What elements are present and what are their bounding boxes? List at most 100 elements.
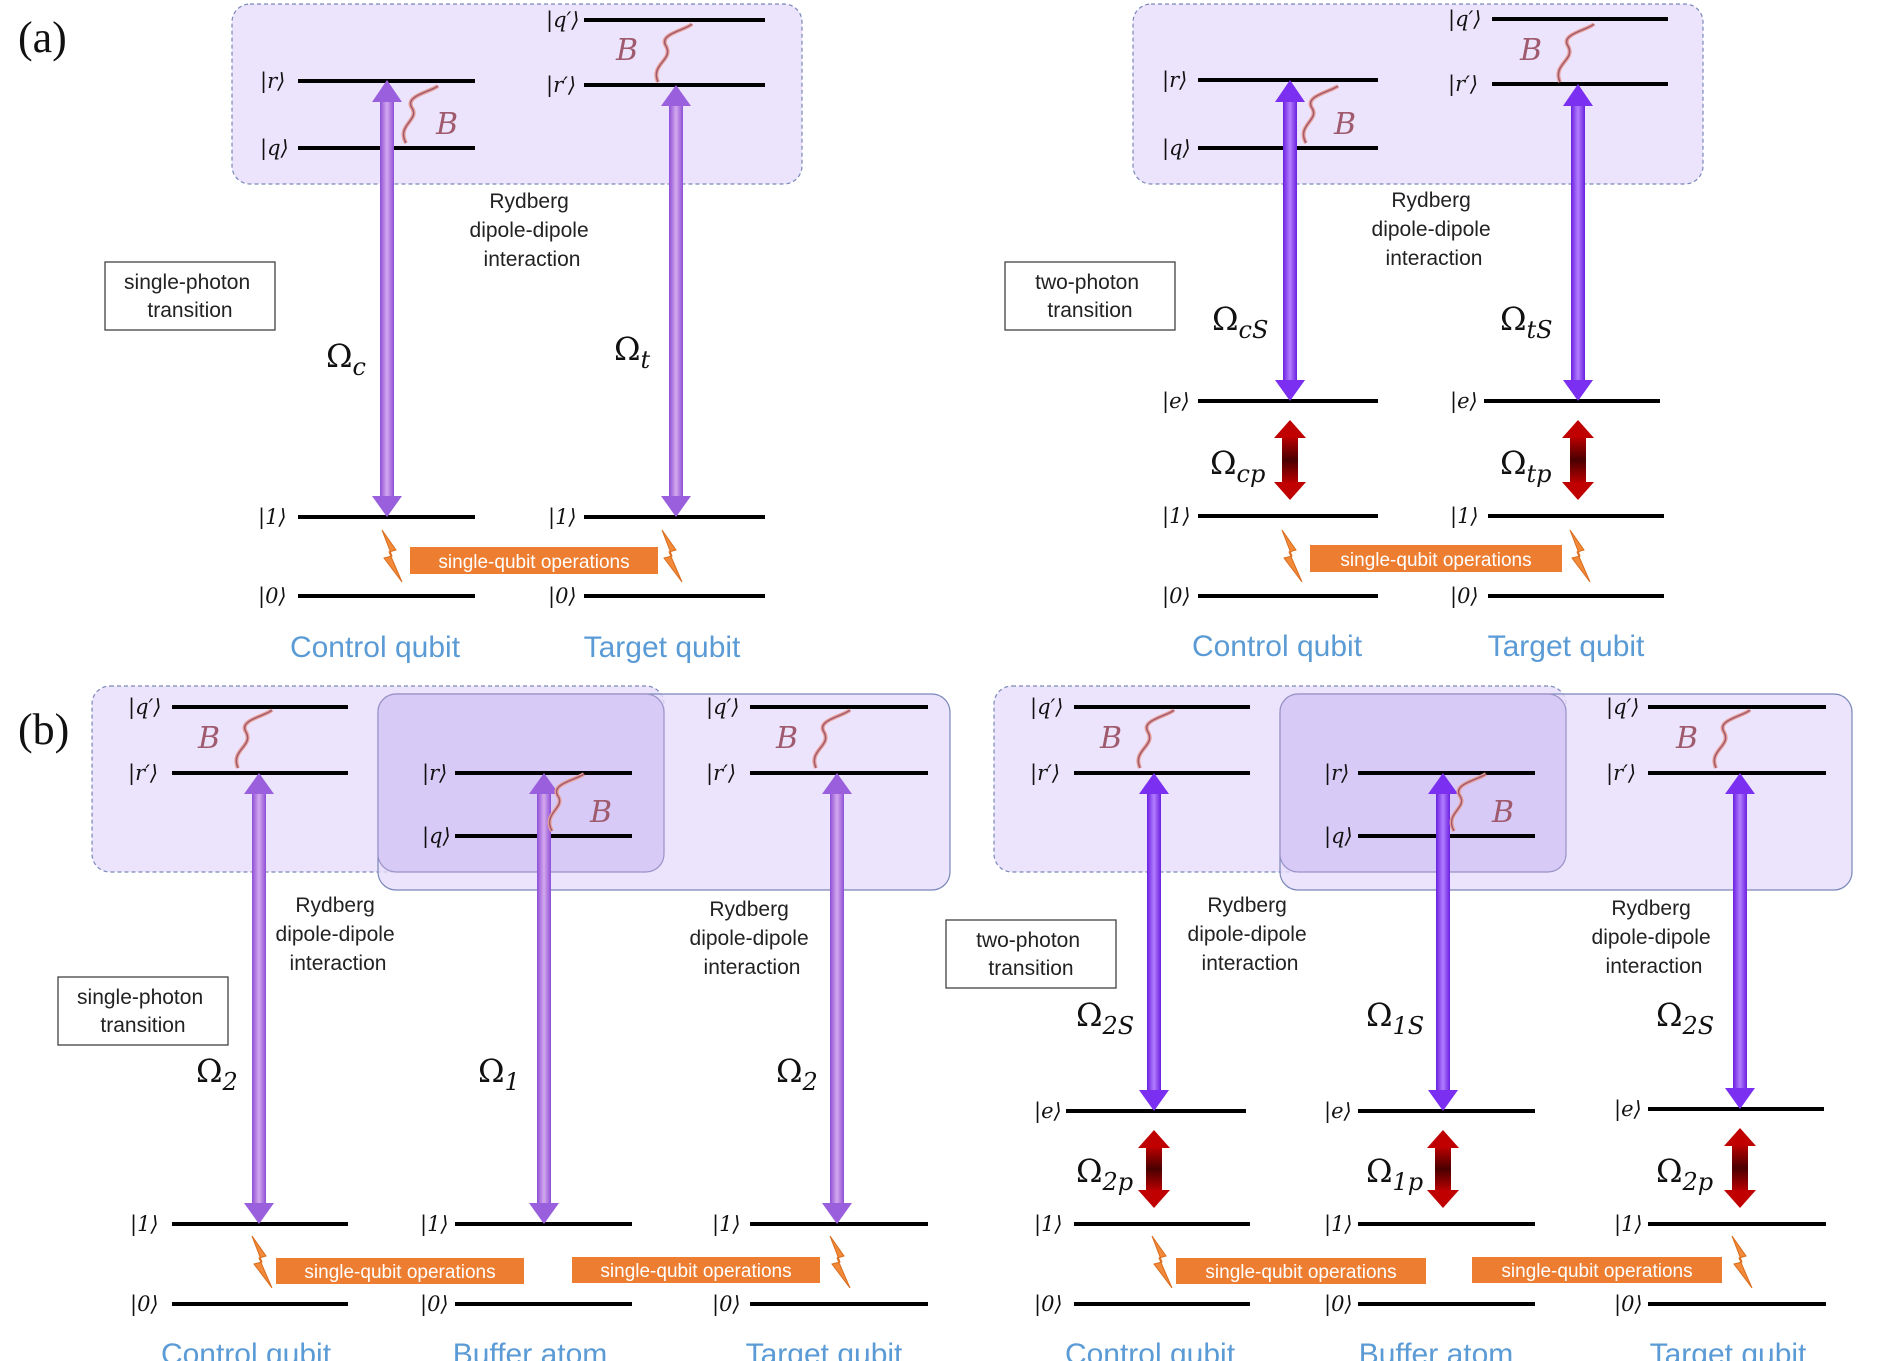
single-photon-arrow-buffer (529, 773, 559, 1224)
rabi-frequency-target-coupling: ΩtS (1500, 300, 1553, 344)
probe-arrow-control (1274, 420, 1306, 500)
rydberg-interaction-label: Rydberg dipole-dipole interaction (1188, 894, 1313, 975)
single-qubit-operations-bar (1472, 1257, 1722, 1283)
two-photon-transition-label: two-photon transition (1035, 271, 1145, 322)
b-field-label: B (1491, 795, 1514, 830)
single-qubit-operations-label: single-qubit operations (304, 1262, 495, 1283)
single-photon-arrow-target (822, 773, 852, 1224)
ket-q-prime: |q′⟩ (546, 8, 579, 33)
ket-0: |0⟩ (1324, 1292, 1353, 1317)
rabi-frequency-target: Ωt (614, 330, 651, 374)
rabi-frequency-target-probe: Ωtp (1500, 444, 1552, 488)
coupling-arrow-target (1563, 84, 1593, 401)
ket-1: |1⟩ (548, 505, 577, 530)
rabi-frequency-control-coupling: Ω2S (1076, 996, 1134, 1040)
ket-e: |e⟩ (1034, 1099, 1062, 1124)
ket-r-prime: |r′⟩ (128, 761, 158, 786)
b-field-label: B (775, 721, 798, 756)
single-photon-arrow-control (244, 773, 274, 1224)
ket-r: |r⟩ (260, 69, 285, 94)
b-field-label: B (1675, 721, 1698, 756)
transition-type-box (104, 261, 276, 331)
overlap-region (1279, 693, 1567, 873)
rabi-frequency-target: Ω2 (776, 1052, 818, 1096)
ket-1: |1⟩ (130, 1212, 159, 1237)
panel-label-a: (a) (18, 13, 67, 62)
ket-1: |1⟩ (1450, 504, 1479, 529)
overlap-region (377, 693, 665, 873)
ket-0: |0⟩ (1162, 584, 1191, 609)
single-qubit-operations-bar (572, 1257, 820, 1283)
rydberg-interaction-label: Rydberg dipole-dipole interaction (470, 190, 595, 271)
ket-q-prime: |q′⟩ (128, 695, 161, 720)
ket-0: |0⟩ (258, 584, 287, 609)
lightning-icon (1281, 529, 1303, 583)
panel-label-b: (b) (18, 705, 69, 754)
buffer-atom-label: Buffer atom (453, 1338, 608, 1361)
b-field-label: B (1099, 721, 1122, 756)
ket-0: |0⟩ (1450, 584, 1479, 609)
target-qubit-label: Target qubit (584, 631, 741, 664)
control-qubit-label: Control qubit (1065, 1338, 1236, 1361)
ket-r-prime: |r′⟩ (1448, 72, 1478, 97)
ket-0: |0⟩ (1614, 1292, 1643, 1317)
ket-r-prime: |r′⟩ (1030, 761, 1060, 786)
panel-b-single-photon: |q′⟩ |r′⟩ |1⟩ |0⟩ |r⟩ |q⟩ |1⟩ |0⟩ |q′⟩ |… (57, 685, 951, 1361)
ket-0: |0⟩ (1034, 1292, 1063, 1317)
ket-e: |e⟩ (1162, 389, 1190, 414)
b-field-label: B (1519, 33, 1542, 68)
single-photon-arrow-target (661, 85, 691, 517)
single-qubit-operations-bar (1176, 1258, 1426, 1284)
rabi-frequency-control: Ωc (326, 337, 366, 381)
transition-type-box (1004, 261, 1176, 331)
lightning-icon (829, 1235, 851, 1289)
ket-q-prime: |q′⟩ (1448, 7, 1481, 32)
ket-r: |r⟩ (1162, 68, 1187, 93)
target-qubit-label: Target qubit (746, 1338, 903, 1361)
rabi-frequency-control-probe: Ω2p (1076, 1152, 1133, 1196)
single-qubit-operations-bar (276, 1258, 524, 1284)
rydberg-interaction-label: Rydberg dipole-dipole interaction (276, 894, 401, 975)
single-qubit-operations-label: single-qubit operations (1501, 1261, 1692, 1282)
ket-e: |e⟩ (1450, 389, 1478, 414)
lightning-icon (661, 529, 683, 583)
single-qubit-operations-label: single-qubit operations (1340, 550, 1531, 571)
single-qubit-operations-label: single-qubit operations (600, 1261, 791, 1282)
ket-q-prime: |q′⟩ (1030, 695, 1063, 720)
target-qubit-label: Target qubit (1650, 1338, 1807, 1361)
ket-1: |1⟩ (1614, 1212, 1643, 1237)
coupling-arrow-target (1725, 773, 1755, 1109)
lightning-icon (1731, 1235, 1753, 1289)
ket-q-prime: |q′⟩ (1606, 695, 1639, 720)
rydberg-interaction-label: Rydberg dipole-dipole interaction (1592, 897, 1717, 978)
two-photon-transition-label: two-photon transition (976, 929, 1086, 980)
rabi-frequency-control: Ω2 (196, 1052, 238, 1096)
single-photon-transition-label: single-photon transition (124, 271, 256, 322)
ket-q: |q⟩ (1162, 136, 1191, 161)
single-photon-arrow-control (372, 80, 402, 517)
control-qubit-label: Control qubit (290, 631, 461, 664)
b-field-label: B (435, 107, 458, 142)
probe-arrow-control (1138, 1130, 1170, 1208)
ket-r: |r⟩ (422, 761, 447, 786)
ket-0: |0⟩ (130, 1292, 159, 1317)
rabi-frequency-target-coupling: Ω2S (1656, 996, 1714, 1040)
single-qubit-operations-bar (410, 547, 658, 574)
panel-a-two-photon: |r⟩ |q⟩ |e⟩ |1⟩ |0⟩ |q′⟩ |r′⟩ |e⟩ |1⟩ |0… (1004, 3, 1704, 663)
lightning-icon (381, 529, 403, 583)
ket-q: |q⟩ (1324, 824, 1353, 849)
lightning-icon (251, 1235, 273, 1289)
ket-0: |0⟩ (420, 1292, 449, 1317)
rydberg-interaction-box (1132, 3, 1704, 185)
coupling-arrow-control (1139, 773, 1169, 1111)
ket-e: |e⟩ (1324, 1099, 1352, 1124)
rydberg-interaction-label: Rydberg dipole-dipole interaction (690, 898, 815, 979)
control-qubit-label: Control qubit (161, 1338, 332, 1361)
panel-b-two-photon: |q′⟩ |r′⟩ |e⟩ |1⟩ |0⟩ |r⟩ |q⟩ |e⟩ |1⟩ |0… (945, 685, 1853, 1361)
probe-arrow-target (1724, 1128, 1756, 1208)
ket-0: |0⟩ (548, 584, 577, 609)
coupling-arrow-control (1275, 80, 1305, 401)
ket-q: |q⟩ (422, 824, 451, 849)
ket-0: |0⟩ (712, 1292, 741, 1317)
